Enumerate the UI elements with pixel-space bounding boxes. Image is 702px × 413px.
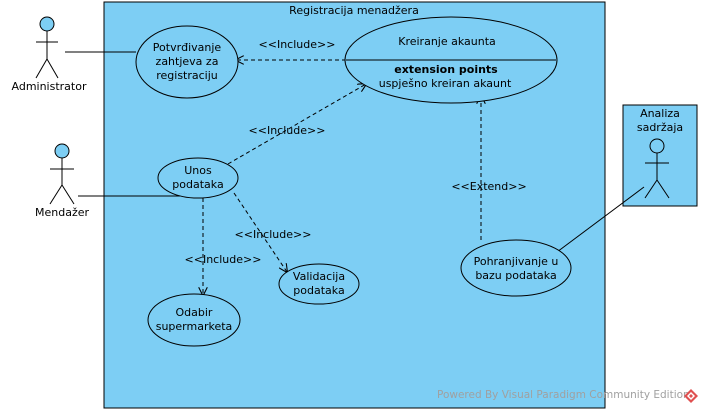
use-case-kreiranje-akaunta[interactable]: Kreiranje akaunta extension points uspje… [344, 16, 558, 104]
label-extend-pohranjivanje: <<Extend>> [451, 180, 526, 193]
watermark-text: Powered By Visual Paradigm Community Edi… [437, 389, 690, 401]
use-case-kreiranje-name: Kreiranje akaunta [398, 35, 496, 48]
system-title: Registracija menadžera [289, 4, 419, 17]
actor-menadzer-head [54, 143, 70, 159]
actor-analiza-label-line2: sadržaja [637, 121, 683, 134]
actor-administrator-head [39, 16, 55, 32]
actor-menadzer-label: Mendažer [35, 206, 89, 219]
use-case-potvrdivanje[interactable]: Potvrđivanje zahtjeva za registraciju [135, 25, 239, 99]
use-case-validacija-line2: podataka [293, 284, 344, 297]
include-unos-validacija [233, 192, 287, 272]
association-analiza-pohranjivanje [556, 186, 645, 253]
use-case-unos-line2: podataka [172, 178, 223, 191]
use-case-pohranjivanje-line1: Pohranjivanje u [474, 255, 559, 268]
use-case-pohranjivanje-line2: bazu podataka [475, 269, 556, 282]
actor-analiza-head [649, 138, 665, 154]
actor-menadzer[interactable] [49, 143, 75, 205]
use-case-potvrdivanje-line3: registraciju [156, 69, 218, 82]
use-case-potvrdivanje-line2: zahtjeva za [156, 55, 219, 68]
label-include-unos-kreiranje: <<Include>> [249, 124, 326, 137]
visual-paradigm-logo-icon [684, 389, 698, 403]
include-unos-kreiranje [227, 84, 366, 165]
use-case-potvrdivanje-line1: Potvrđivanje [153, 41, 222, 54]
use-case-unos-podataka[interactable]: Unos podataka [157, 157, 239, 199]
extension-point-item: uspješno kreiran akaunt [379, 77, 512, 90]
use-case-odabir-line1: Odabir [176, 306, 213, 319]
label-include-unos-odabir: <<Include>> [185, 253, 262, 266]
actor-box-analiza-sadrzaja[interactable] [622, 104, 698, 207]
use-case-validacija-podataka[interactable]: Validacija podataka [278, 263, 360, 305]
actor-analiza-label-line1: Analiza [640, 107, 680, 120]
use-case-odabir-line2: supermarketa [156, 320, 233, 333]
use-case-pohranjivanje[interactable]: Pohranjivanje u bazu podataka [460, 239, 572, 297]
actor-administrator[interactable] [35, 16, 59, 79]
label-include-potvrdivanje: <<Include>> [259, 38, 336, 51]
use-case-odabir-supermarketa[interactable]: Odabir supermarketa [147, 293, 241, 347]
actor-administrator-label: Administrator [12, 80, 87, 93]
actor-analiza-sadrzaja[interactable] [644, 138, 670, 199]
label-include-unos-validacija: <<Include>> [235, 228, 312, 241]
use-case-unos-line1: Unos [184, 164, 212, 177]
extension-points-title: extension points [394, 63, 498, 76]
use-case-validacija-line1: Validacija [293, 270, 345, 283]
